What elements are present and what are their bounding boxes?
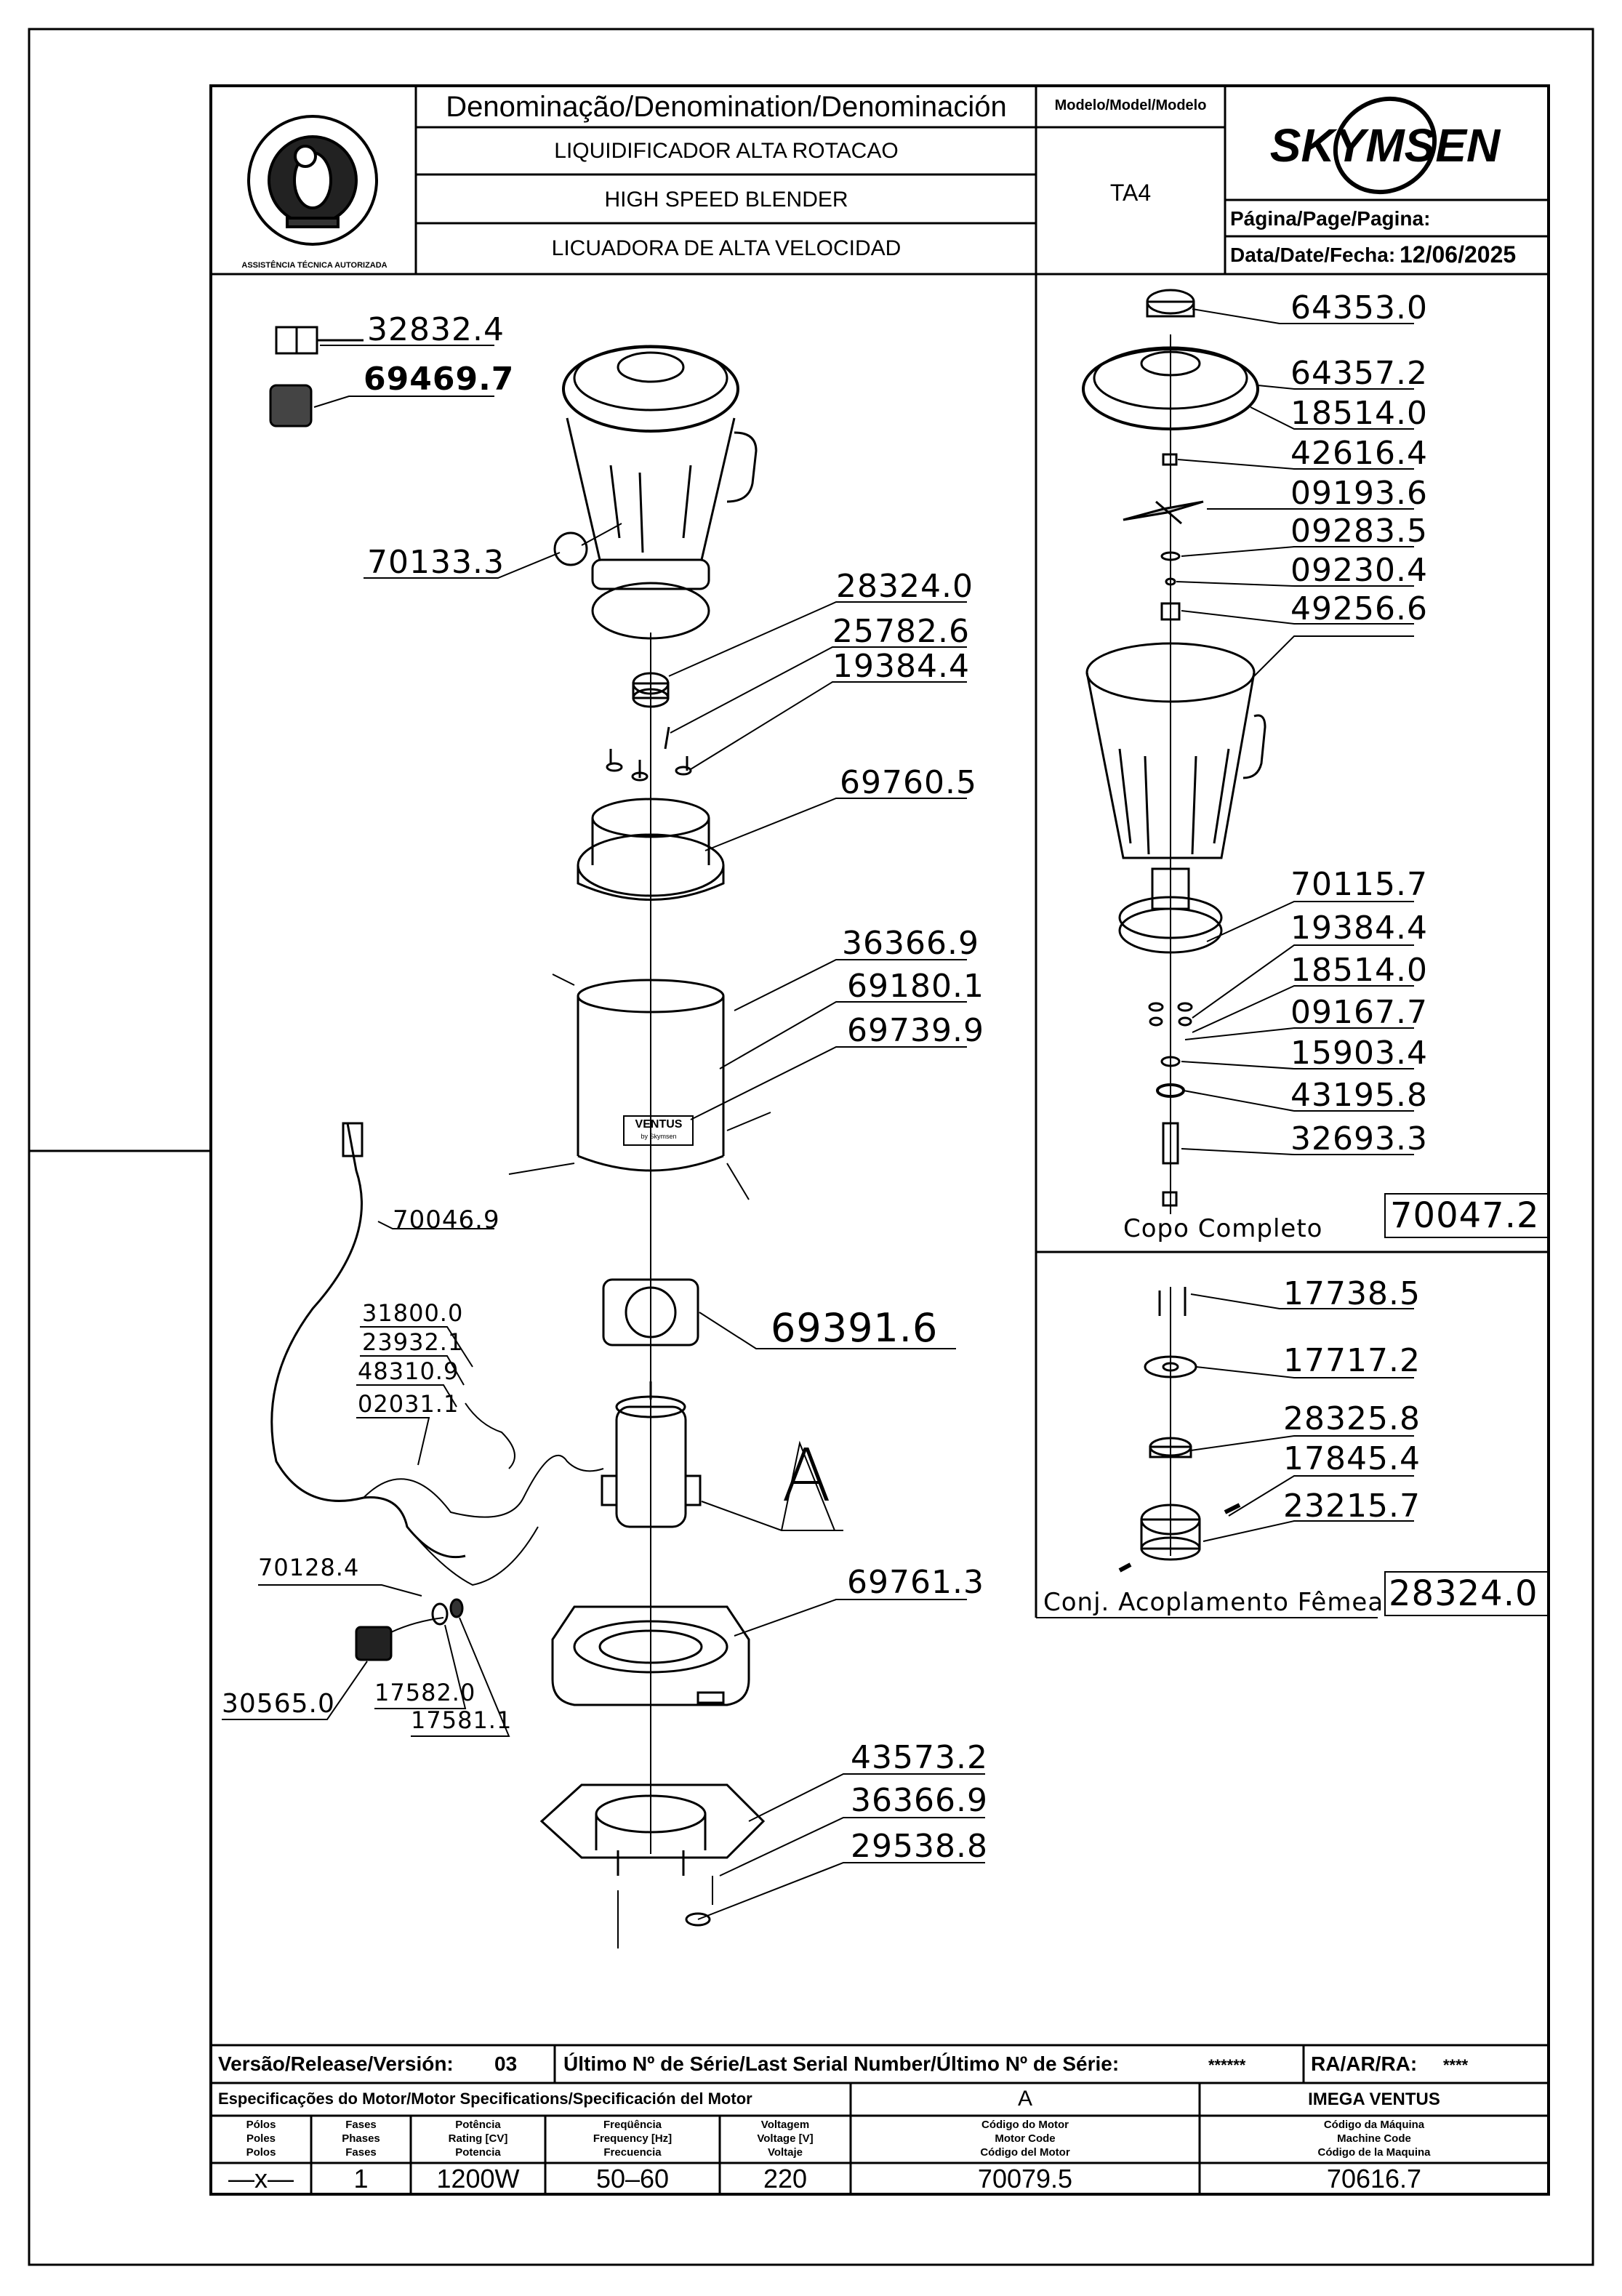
part-label: 19384.4 [832,648,970,685]
cup-part-label: 09193.6 [1290,475,1428,512]
cup-part-label: 32693.3 [1290,1120,1428,1157]
cup-part-label: 64357.2 [1290,355,1428,392]
name-pt: LIQUIDIFICADOR ALTA ROTACAO [554,139,899,163]
ra-value: **** [1443,2056,1469,2074]
coupling-part-label: 28325.8 [1283,1400,1421,1437]
part-label: 28324.0 [836,568,973,605]
version-label: Versão/Release/Versión: [218,2052,454,2075]
part-label: 25782.6 [832,613,970,650]
part-label: 31800.0 [362,1299,464,1327]
motor-group: A [1017,2087,1032,2111]
part-label: 23932.1 [362,1328,464,1356]
cup-part-label: 15903.4 [1290,1035,1428,1072]
skymsen-logo [1333,96,1437,195]
motor-spec-label: Especificações do Motor/Motor Specificat… [218,2090,752,2108]
cup-part-label: 70115.7 [1290,866,1428,903]
model-label: Modelo/Model/Modelo [1054,97,1207,113]
serial-label: Último Nº de Série/Last Serial Number/Úl… [563,2052,1120,2075]
coupling-part-label: 17738.5 [1283,1275,1421,1312]
part-label: 70133.3 [367,544,505,581]
part-label: 29538.8 [851,1828,988,1865]
part-label: 70046.9 [393,1205,500,1235]
motor-code-value: 70079.5 [977,2164,1073,2193]
rating-value: 1200W [436,2164,520,2193]
ventus-badge: VENTUS [635,1118,683,1131]
logo-text: ASSISTÊNCIA TÉCNICA AUTORIZADA [241,261,388,270]
phases-value: 1 [353,2164,369,2193]
ventus-sub: by Skymsen [641,1133,677,1140]
part-label: 30565.0 [222,1689,335,1719]
version-value: 03 [494,2052,518,2075]
page-label: Página/Page/Pagina: [1230,207,1431,230]
date-label: Data/Date/Fecha: [1230,244,1396,266]
cup-part-label: 18514.0 [1290,952,1428,989]
coupling-part-label: 23215.7 [1283,1488,1421,1525]
part-label: 48310.9 [358,1357,459,1385]
coupling-part-label: 17845.4 [1283,1440,1421,1477]
cup-part-label: 19384.4 [1290,910,1428,947]
name-es: LICUADORA DE ALTA VELOCIDAD [551,236,902,260]
cup-part-label: 42616.4 [1290,435,1428,472]
serial-value: ****** [1208,2056,1246,2074]
name-en: HIGH SPEED BLENDER [604,188,848,212]
cup-part-label: 49256.6 [1290,590,1428,627]
cup-part-label: 09283.5 [1290,513,1428,550]
cup-part-label: 64353.0 [1290,289,1428,326]
cup-part-label: 09167.7 [1290,994,1428,1031]
part-label: 70128.4 [258,1554,360,1581]
coupling-code: 28324.0 [1389,1573,1538,1614]
authorized-service-logo [247,115,378,246]
ra-label: RA/AR/RA: [1311,2052,1418,2075]
cup-part-label: 43195.8 [1290,1077,1428,1114]
part-label: 69760.5 [840,764,977,801]
voltage-value: 220 [763,2164,808,2193]
part-label: 36366.9 [851,1782,988,1819]
part-label: 02031.1 [358,1390,459,1418]
cup-part-label: 09230.4 [1290,552,1428,589]
coupling-part-label: 17717.2 [1283,1342,1421,1379]
cup-code: 70047.2 [1390,1195,1540,1236]
part-label: 69761.3 [847,1564,984,1601]
model-value: TA4 [1109,180,1152,206]
part-label: 32832.4 [367,311,505,348]
part-label: 69739.9 [847,1012,984,1049]
coupling-caption: Conj. Acoplamento Fêmea [1043,1588,1384,1617]
cup-caption: Copo Completo [1123,1214,1323,1243]
part-label: 17581.1 [411,1706,513,1734]
part-label: 43573.2 [851,1739,988,1776]
part-label: 69391.6 [771,1305,939,1351]
part-label: 69469.7 [364,361,515,398]
poles-value: —x— [228,2164,294,2193]
part-label: 36366.9 [842,925,979,962]
denomination-label: Denominação/Denomination/Denominación [446,91,1007,123]
part-label: 17582.0 [374,1679,476,1706]
machine-name: IMEGA VENTUS [1308,2090,1440,2109]
machine-code-value: 70616.7 [1326,2164,1422,2193]
part-label: 69180.1 [847,968,984,1005]
motor-letter: A [782,1433,832,1518]
date-value: 12/06/2025 [1400,241,1517,268]
brand-name: SKYMSEN [1269,119,1501,172]
cup-part-label: 18514.0 [1290,395,1428,432]
frequency-value: 50–60 [595,2164,670,2193]
